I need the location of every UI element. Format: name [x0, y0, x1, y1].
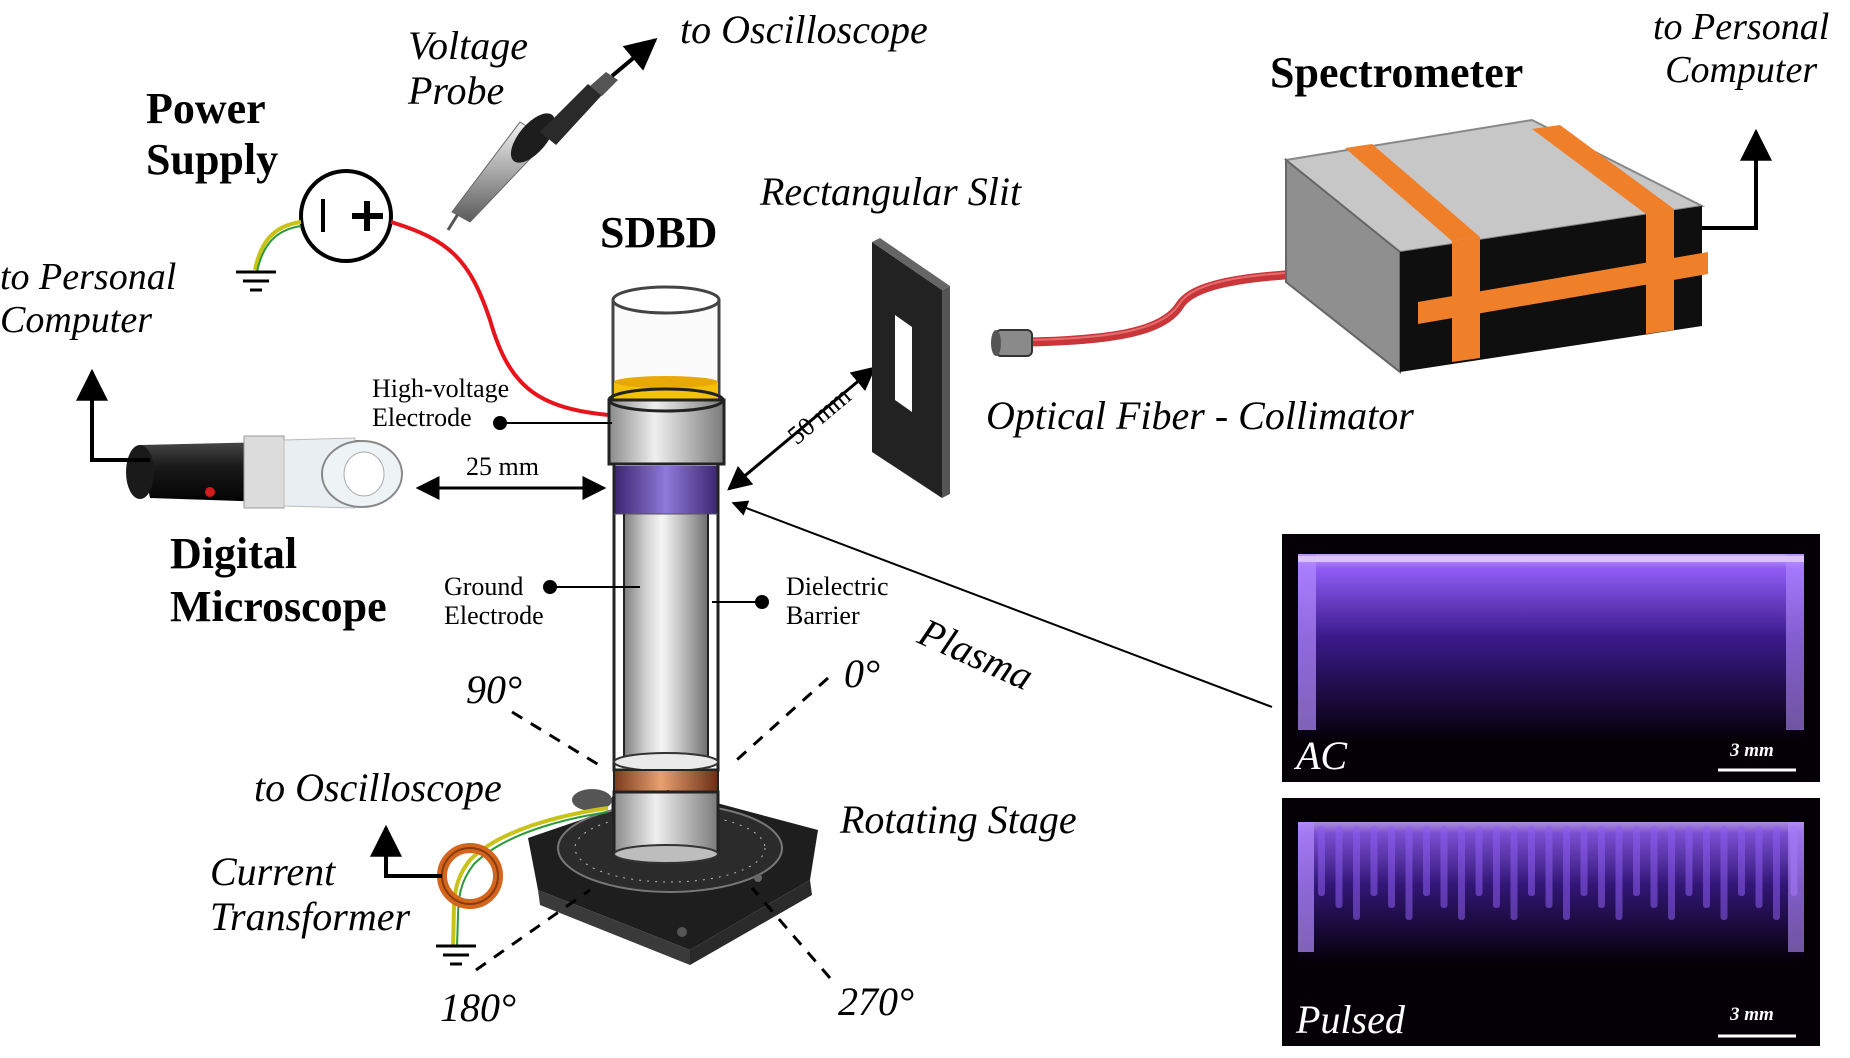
angle-270-label: 270° [838, 979, 914, 1024]
to-personal-computer-left-line2: Computer [0, 298, 152, 341]
to-personal-computer-left-label: to Personal Computer [0, 256, 176, 341]
current-transformer-drawing [370, 806, 609, 966]
plasma-streamer [1335, 826, 1343, 908]
rotating-stage-drawing [528, 789, 818, 965]
rectangular-slit-drawing [872, 238, 950, 498]
angle-90-label: 90° [466, 667, 522, 712]
plasma-pointer [731, 500, 1273, 708]
plasma-image-pulsed [1282, 798, 1820, 1046]
ground-electrode-line2: Electrode [444, 601, 544, 631]
plasma-streamer [1615, 826, 1623, 920]
dielectric-barrier-label: Dielectric Barrier [786, 572, 889, 630]
spectrometer-label: Spectrometer [1270, 48, 1524, 97]
plasma-streamer [1720, 826, 1728, 920]
dielectric-barrier-line1: Dielectric [786, 572, 889, 601]
optical-fiber-label: Optical Fiber - Collimator [986, 393, 1414, 438]
ground-wire-power-supply [253, 220, 302, 271]
plasma-streamer [1388, 826, 1395, 908]
spectrometer-drawing [1283, 118, 1772, 375]
voltage-probe-label: Voltage Probe [408, 23, 528, 114]
distance-25-label: 25 mm [466, 452, 539, 481]
plasma-streamer [1370, 826, 1378, 896]
current-transformer-label: Current Transformer [210, 849, 411, 940]
plasma-streamer [1633, 826, 1640, 896]
to-oscilloscope-bottom-label: to Oscilloscope [254, 765, 502, 810]
rotation-axes [475, 676, 832, 979]
voltage-probe-label-line1: Voltage [408, 23, 528, 68]
plasma-streamer [1703, 826, 1710, 908]
to-personal-computer-right-line2: Computer [1665, 48, 1818, 91]
power-supply-label-line2: Supply [146, 134, 279, 184]
high-voltage-electrode-line1: High-voltage [372, 374, 510, 403]
plasma-streamer [1458, 826, 1465, 920]
angle-180-label: 180° [440, 985, 516, 1030]
digital-microscope-line1: Digital [170, 529, 298, 578]
panel-ac-scale: 3 mm [1730, 740, 1774, 761]
plasma-streamer [1580, 826, 1588, 896]
plasma-streamer [1493, 826, 1500, 908]
plasma-streamer [1528, 826, 1535, 896]
plasma-streamer [1423, 826, 1430, 896]
digital-microscope-drawing [76, 368, 403, 509]
dielectric-barrier-line2: Barrier [786, 601, 860, 631]
plasma-streamer [1563, 826, 1570, 920]
high-voltage-electrode-label: High-voltage Electrode [372, 374, 509, 432]
panel-pulsed-scale: 3 mm [1730, 1004, 1774, 1025]
plasma-streamer [1440, 826, 1448, 908]
plasma-streamer [1738, 826, 1745, 896]
plasma-streamer [1685, 826, 1693, 896]
sdbd-label: SDBD [600, 208, 718, 257]
digital-microscope-label: Digital Microscope [170, 528, 387, 634]
power-supply-label: Power Supply [146, 84, 278, 185]
plasma-streamer [1353, 826, 1360, 920]
rotating-stage-label: Rotating Stage [840, 797, 1077, 842]
to-oscilloscope-top-label: to Oscilloscope [680, 7, 928, 52]
panel-pulsed-label: Pulsed [1296, 997, 1405, 1042]
ground-electrode-line1: Ground [444, 572, 524, 601]
plasma-streamer [1650, 826, 1658, 908]
power-supply-label-line1: Power [146, 84, 266, 133]
plasma-streamer [1475, 826, 1483, 896]
plasma-streamer [1755, 826, 1763, 908]
current-transformer-line1: Current [210, 849, 336, 894]
voltage-probe-drawing [446, 37, 658, 231]
hv-wire [390, 220, 621, 418]
ground-electrode-label: Ground Electrode [444, 572, 544, 630]
plasma-streamer [1598, 826, 1605, 908]
power-supply-symbol [299, 169, 393, 263]
digital-microscope-line2: Microscope [170, 581, 387, 631]
sdbd-reactor [607, 285, 726, 854]
ground-symbol-power-supply [236, 270, 276, 292]
angle-0-label: 0° [844, 651, 880, 696]
voltage-probe-label-line2: Probe [408, 67, 505, 113]
panel-ac-label: AC [1296, 733, 1348, 778]
pointer-lines [503, 422, 760, 603]
plasma-streamer [1668, 826, 1675, 920]
plasma-streamer [1545, 826, 1553, 908]
rectangular-slit-label: Rectangular Slit [760, 169, 1022, 214]
plasma-image-ac [1282, 534, 1820, 782]
plasma-streamer [1318, 826, 1325, 896]
distance-50-arrow [727, 366, 876, 491]
to-personal-computer-left-line1: to Personal [0, 256, 177, 298]
plasma-streamer [1510, 826, 1518, 920]
current-transformer-line2: Transformer [210, 893, 411, 939]
to-personal-computer-right-line1: to Personal [1653, 6, 1830, 48]
plasma-streamer [1773, 826, 1780, 920]
plasma-streamer [1405, 826, 1413, 920]
to-personal-computer-right-label: to Personal Computer [1653, 6, 1829, 91]
high-voltage-electrode-line2: Electrode [372, 403, 472, 433]
